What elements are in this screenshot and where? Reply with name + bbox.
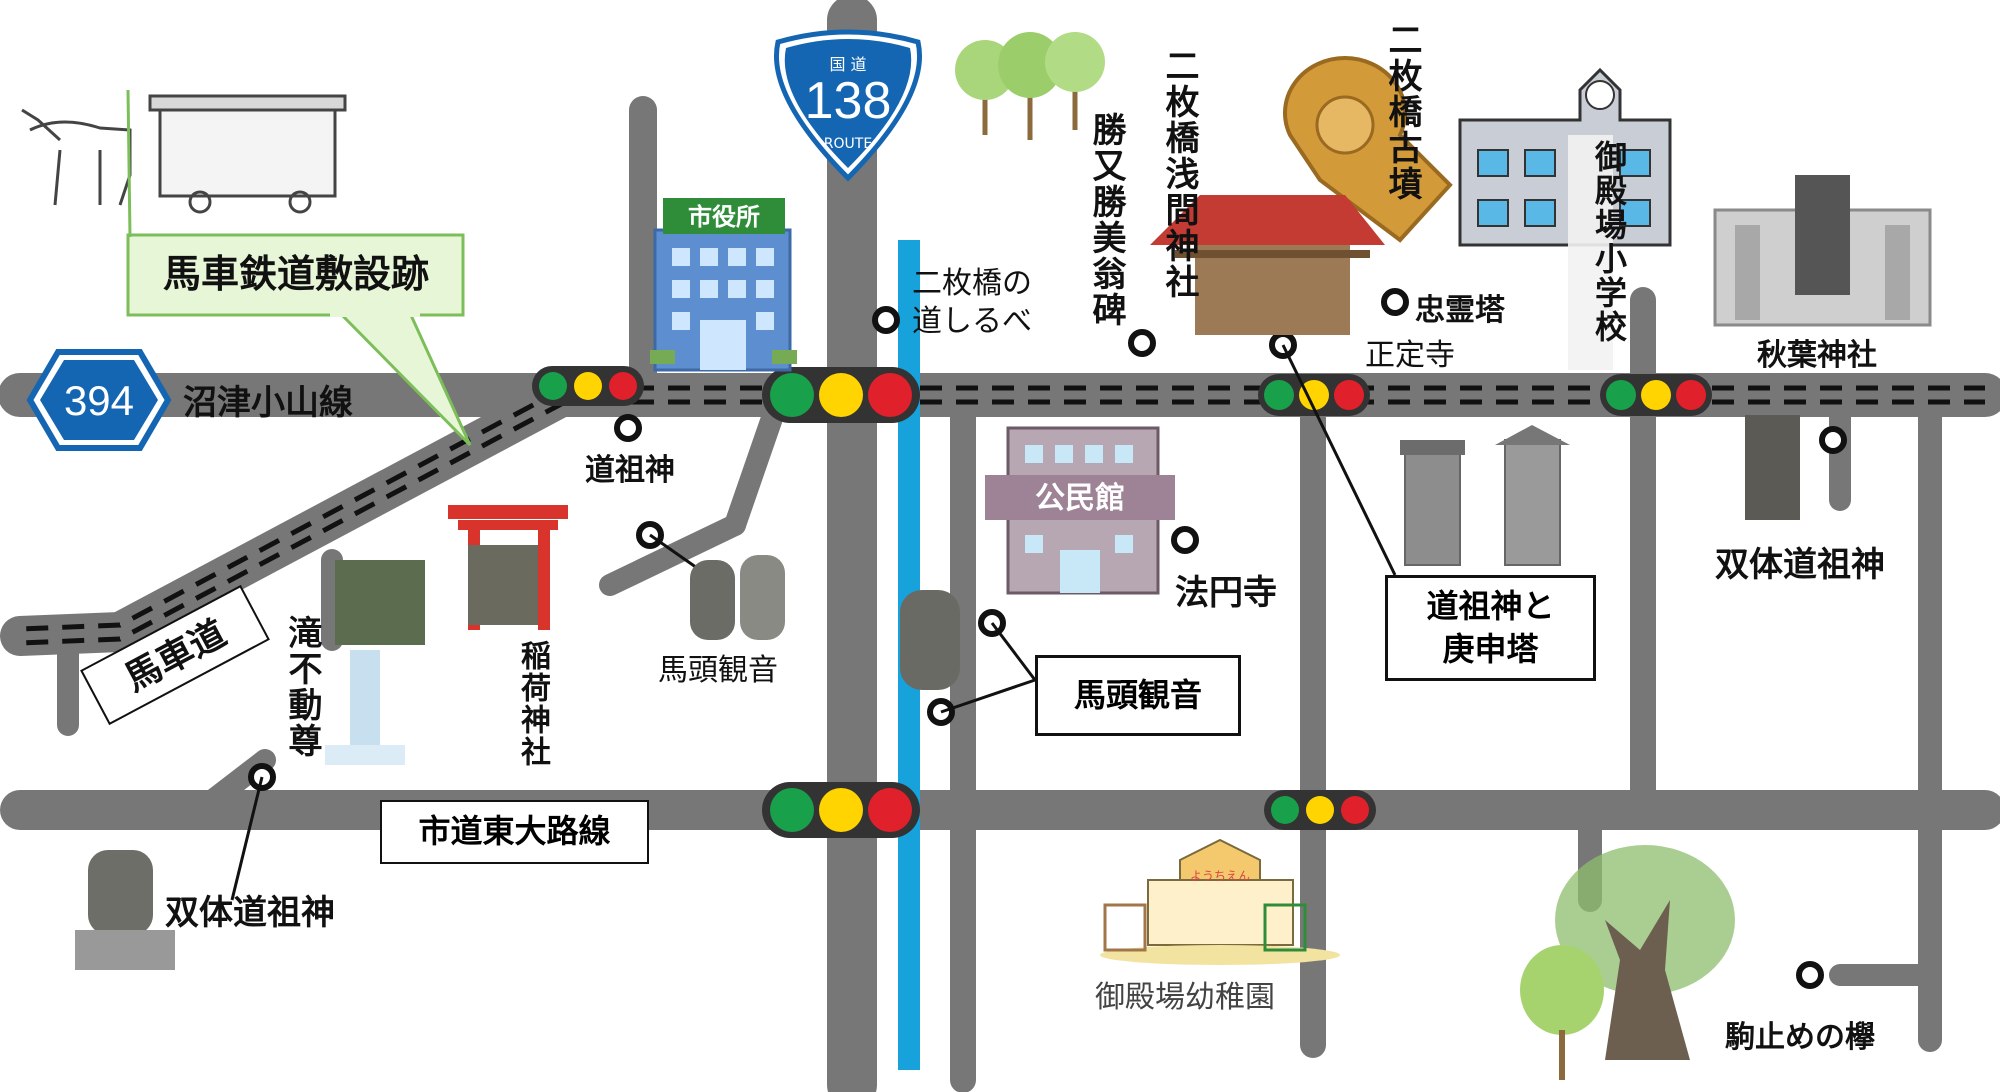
kindergarten-illustration: ようちえん xyxy=(1100,838,1340,965)
label-kindergarten: 御殿場幼稚園 xyxy=(1095,980,1275,1015)
label-katsumata-stele: 勝又勝美翁碑 xyxy=(1086,112,1126,328)
city-hall-illustration: 市役所 xyxy=(650,198,797,372)
traffic-light-4 xyxy=(1600,374,1712,416)
label-asama-shrine: 二枚橋浅間神社 xyxy=(1157,48,1201,300)
label-asama-shrine-text: 二枚橋浅間神社 xyxy=(1159,48,1199,300)
kindergarten-sign: ようちえん xyxy=(1190,869,1250,883)
label-shojoji: 正定寺 xyxy=(1365,338,1455,373)
leader-lines xyxy=(230,344,1397,901)
label-kofun: 二枚橋古墳 xyxy=(1382,22,1422,202)
stone-illustrations xyxy=(75,415,1800,970)
box-dousojin-koshinto: 道祖神と 庚申塔 xyxy=(1385,575,1596,681)
inari-shrine-illustration xyxy=(325,505,568,765)
route138-number: 138 xyxy=(805,72,892,130)
asama-shrine-illustration xyxy=(1150,195,1385,335)
label-akiba-shrine: 秋葉神社 xyxy=(1757,338,1877,373)
box-bato-kannon-2: 馬頭観音 xyxy=(1035,655,1241,736)
tramway-callout-text: 馬車鉄道敷設跡 xyxy=(163,252,429,296)
label-sotai-dousojin-2: 双体道祖神 xyxy=(165,893,335,933)
route138-bottom: ROUTE xyxy=(824,136,872,152)
community-hall-illustration: 公民館 xyxy=(985,426,1175,595)
label-chureito: 忠霊塔 xyxy=(1415,293,1505,328)
route138-badge: 国 道 138 ROUTE xyxy=(774,29,922,182)
traffic-light-3 xyxy=(1258,374,1370,416)
road-horse-end xyxy=(0,612,140,656)
community-hall-sign: 公民館 xyxy=(1035,481,1125,516)
label-komadome-keyaki: 駒止めの欅 xyxy=(1725,1020,1875,1055)
horse-tram-illustration xyxy=(21,94,347,214)
traffic-light-1 xyxy=(532,366,644,406)
label-sotai-dousojin-1: 双体道祖神 xyxy=(1715,545,1885,585)
road-394-name: 沼津小山線 xyxy=(183,383,353,423)
route394-number: 394 xyxy=(64,377,134,424)
box-east-oji-road: 市道東大路線 xyxy=(380,800,649,864)
kofun-illustration xyxy=(1283,56,1453,243)
akiba-shrine-illustration xyxy=(1713,175,1932,327)
route394-badge: 394 xyxy=(26,349,172,451)
road-horse-diag xyxy=(100,375,585,652)
traffic-light-5 xyxy=(762,782,920,838)
tramway-callout: 馬車鉄道敷設跡 xyxy=(126,89,472,447)
keyaki-tree-illustration xyxy=(1520,845,1735,1080)
city-hall-sign: 市役所 xyxy=(688,203,760,231)
traffic-light-2 xyxy=(762,367,920,423)
school-illustration xyxy=(1458,67,1672,370)
label-elementary-school: 御殿場小学校 xyxy=(1590,140,1628,344)
traffic-lights xyxy=(532,366,1712,838)
traffic-light-6 xyxy=(1264,790,1376,830)
trees-illustration xyxy=(955,32,1105,140)
label-dousojin-1: 道祖神 xyxy=(585,453,675,488)
road-nw-branch-2 xyxy=(599,514,746,596)
label-bato-kannon-1: 馬頭観音 xyxy=(658,653,778,688)
label-inari-shrine: 稲荷神社 xyxy=(515,640,550,768)
label-hoenji: 法円寺 xyxy=(1175,573,1277,613)
label-nimaibashi-guidepost: 二枚橋の 道しるべ xyxy=(912,266,1032,339)
route138-top: 国 道 xyxy=(829,55,866,74)
label-taki-fudoson: 滝不動尊 xyxy=(282,615,322,759)
